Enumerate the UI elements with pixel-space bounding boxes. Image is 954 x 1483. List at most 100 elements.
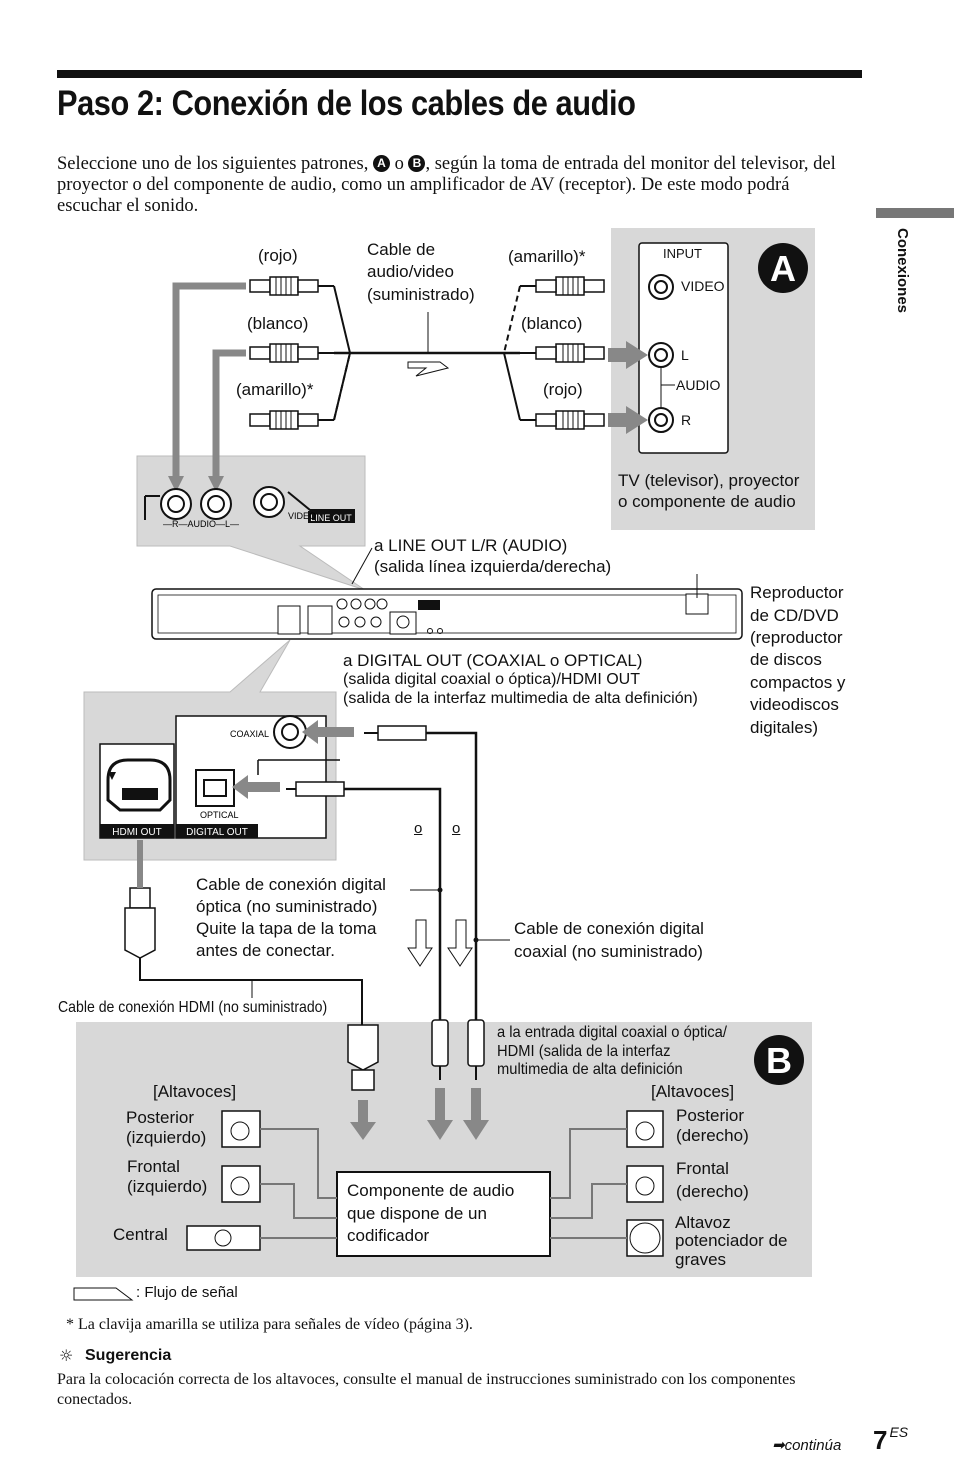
- tv-video-label: VIDEO: [681, 278, 725, 294]
- right-yellow-label: (amarillo)*: [508, 247, 586, 266]
- lineout-r-jack-icon: [160, 488, 192, 520]
- speaker-center-label: Central: [113, 1225, 168, 1244]
- decoder-box: [336, 1171, 551, 1257]
- left-white-label: (blanco): [247, 314, 309, 333]
- rca-plug-yellow-right-icon: [519, 276, 605, 296]
- av-cable-line2: audio/video: [367, 262, 454, 281]
- av-cable-line3: (suministrado): [367, 285, 475, 304]
- speaker-rear-left-line1: Posterior: [126, 1108, 195, 1127]
- badge-a: A: [770, 248, 796, 289]
- decoder-line1: Componente de audio: [347, 1181, 515, 1200]
- digital-out-line1: a DIGITAL OUT (COAXIAL o OPTICAL): [343, 651, 643, 670]
- speaker-rear-left-line2: (izquierdo): [126, 1128, 207, 1147]
- rca-plug-red-left-icon: [249, 276, 335, 296]
- optical-plug-top-icon: [295, 781, 345, 797]
- lineout-zoom-bg: [136, 455, 366, 591]
- intro-text-2: o: [389, 154, 409, 174]
- optical-cable-line3: Quite la tapa de la toma: [196, 919, 377, 938]
- page-number-suffix: ES: [889, 1424, 909, 1440]
- coaxial-plug-top-icon: [377, 725, 427, 741]
- digital-out-line3: (salida de la interfaz multimedia de alt…: [343, 690, 698, 707]
- tv-audio-r-jack-icon: [648, 407, 674, 433]
- lightbulb-icon: ☼: [59, 1346, 74, 1365]
- decoder-line3: codificador: [347, 1226, 430, 1245]
- lineout-l-jack-icon: [200, 488, 232, 520]
- hdmi-out-label: HDMI OUT: [112, 827, 161, 838]
- hdmi-cable-label: Cable de conexión HDMI (no suministrado): [58, 999, 328, 1016]
- lineout-zoom-line-out: LINE OUT: [310, 513, 352, 523]
- speaker-rear-right-line1: Posterior: [676, 1106, 745, 1125]
- player-label-line6: videodiscos: [750, 695, 839, 714]
- signal-flow-legend-icon: [73, 1287, 134, 1301]
- optical-cable-line2: óptica (no suministrado): [196, 897, 378, 916]
- digital-out-zoom-label: DIGITAL OUT: [186, 827, 248, 838]
- flow-arrow-coaxial-icon: [302, 720, 354, 744]
- rca-plug-white-right-icon: [519, 343, 605, 363]
- hdmi-plug-top-icon: [124, 907, 156, 959]
- coaxial-jack-icon: [273, 715, 307, 749]
- lineout-label-line2: (salida línea izquierda/derecha): [374, 557, 612, 576]
- right-white-label: (blanco): [521, 314, 583, 333]
- hdmi-port-icon: [106, 758, 172, 812]
- coaxial-cable-line2: coaxial (no suministrado): [514, 942, 703, 961]
- rca-plug-red-right-icon: [519, 410, 605, 430]
- player-label-line2: de CD/DVD: [750, 606, 839, 625]
- signal-arrow-icon: [407, 361, 450, 377]
- optical-cable-line1: Cable de conexión digital: [196, 875, 386, 894]
- speaker-front-right-line1: Frontal: [676, 1159, 729, 1178]
- left-yellow-label: (amarillo)*: [236, 380, 314, 399]
- tip-title: Sugerencia: [85, 1347, 172, 1364]
- lineout-label-line1: a LINE OUT L/R (AUDIO): [374, 536, 568, 555]
- tv-input-label: INPUT: [663, 246, 702, 261]
- tv-audio-l-jack-icon: [648, 342, 674, 368]
- lineout-zoom-video: VIDEO: [288, 511, 316, 521]
- subwoofer-line2: potenciador de: [675, 1231, 788, 1250]
- intro-text-1: Seleccione uno de los siguientes patrone…: [57, 154, 373, 174]
- flow-arrow-l-icon: [608, 341, 648, 369]
- speaker-front-right-line2: (derecho): [676, 1182, 749, 1201]
- digital-in-line1: a la entrada digital coaxial o óptica/: [497, 1024, 727, 1041]
- side-tab-bar: [876, 208, 954, 218]
- player-label-line5: compactos y: [750, 673, 846, 692]
- page-number-value: 7: [873, 1425, 888, 1455]
- tv-audio-label: AUDIO: [676, 377, 721, 393]
- optical-label: OPTICAL: [200, 810, 239, 820]
- tv-video-jack-icon: [648, 274, 674, 300]
- marker-b-icon: B: [408, 155, 426, 172]
- speaker-front-right-icon: [626, 1165, 664, 1203]
- player-label-line3: (reproductor: [750, 628, 843, 647]
- coaxial-label: COAXIAL: [230, 729, 269, 739]
- digital-in-line3: multimedia de alta definición: [497, 1061, 683, 1078]
- coaxial-plug-bottom-icon: [467, 1019, 485, 1067]
- continued-link[interactable]: ➡continúa: [772, 1436, 841, 1454]
- player-label-line7: digitales): [750, 718, 819, 737]
- optical-port-icon: [195, 769, 235, 807]
- optical-cable-line4: antes de conectar.: [196, 941, 335, 960]
- continued-label: continúa: [784, 1437, 842, 1454]
- tip-text: Para la colocación correcta de los altav…: [57, 1371, 796, 1408]
- signal-flow-label: : Flujo de señal: [136, 1284, 238, 1301]
- speaker-front-left-line1: Frontal: [127, 1157, 180, 1176]
- or-label-1: o: [414, 820, 423, 837]
- subwoofer-line3: graves: [675, 1250, 727, 1269]
- player-label-line1: Reproductor: [750, 583, 844, 602]
- optical-plug-bottom-icon: [431, 1019, 449, 1067]
- speakers-right-heading: [Altavoces]: [651, 1082, 735, 1101]
- page-title: Paso 2: Conexión de los cables de audio: [57, 84, 636, 123]
- speaker-front-left-icon: [221, 1165, 261, 1203]
- tv-caption-line2: o componente de audio: [618, 492, 796, 511]
- arrow-right-icon: ➡: [772, 1437, 785, 1454]
- speaker-front-left-line2: (izquierdo): [127, 1177, 208, 1196]
- title-rule: [57, 70, 862, 78]
- digital-out-line2: (salida digital coaxial o óptica)/HDMI O…: [343, 671, 640, 688]
- lineout-zoom-r-audio-l: —R—AUDIO—L—: [163, 519, 239, 529]
- right-red-label: (rojo): [543, 380, 583, 399]
- badge-b-icon: [754, 1035, 804, 1085]
- subwoofer-line1: Altavoz: [675, 1213, 731, 1232]
- lineout-video-jack-icon: [253, 486, 285, 518]
- or-label-2: o: [452, 820, 461, 837]
- coaxial-cable-line1: Cable de conexión digital: [514, 919, 704, 938]
- marker-a-icon: A: [372, 155, 390, 172]
